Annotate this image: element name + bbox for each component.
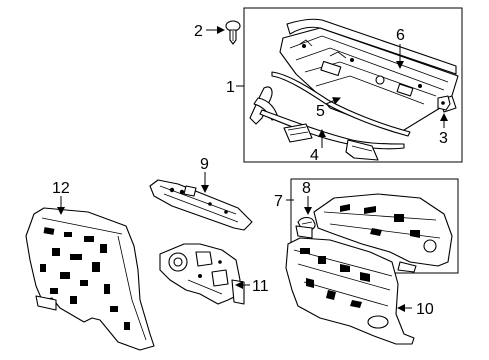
dash-insulator-outer-part — [25, 207, 155, 351]
cowl-lower-part — [249, 86, 405, 161]
dash-bracket-part — [159, 243, 245, 305]
callout-3: 3 — [439, 130, 448, 147]
callout-7: 7 — [274, 193, 283, 210]
group-box-cowl — [243, 7, 463, 163]
dash-silencer-part — [285, 225, 415, 345]
callout-5: 5 — [316, 103, 325, 120]
callout-12: 12 — [52, 180, 70, 197]
callout-9: 9 — [200, 156, 209, 173]
callout-2: 2 — [194, 23, 203, 40]
dash-panel-upper-part — [149, 179, 253, 231]
callout-4: 4 — [310, 147, 319, 164]
cowl-seal-part — [271, 71, 411, 137]
callout-10: 10 — [416, 301, 434, 318]
clip-part — [225, 20, 241, 45]
cowl-bracket-part — [437, 95, 451, 111]
callout-11: 11 — [252, 278, 269, 295]
cowl-top-part — [279, 18, 459, 133]
callout-8: 8 — [302, 180, 311, 197]
callout-1: 1 — [226, 79, 235, 96]
leader-5 — [325, 97, 341, 105]
callout-6: 6 — [396, 27, 405, 44]
dash-insulator-inner-part — [313, 193, 453, 273]
